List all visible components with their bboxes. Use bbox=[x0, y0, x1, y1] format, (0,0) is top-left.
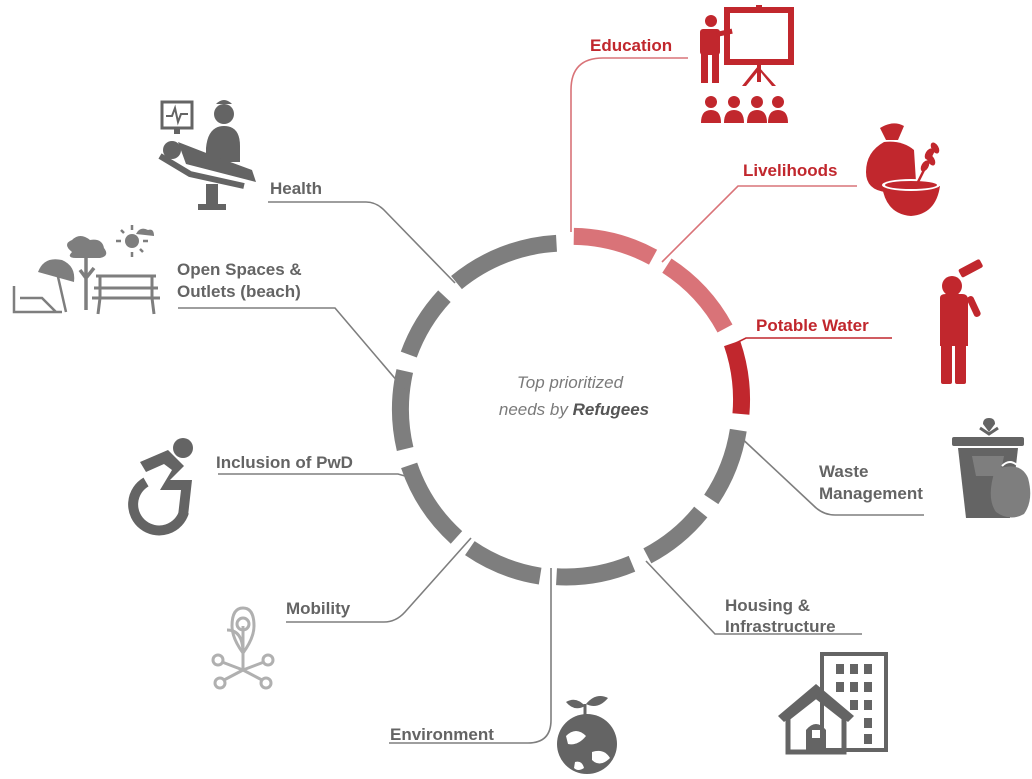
center-title-line1: Top prioritized bbox=[517, 373, 624, 392]
connector-potable-water bbox=[735, 337, 892, 344]
ring-segment-pwd bbox=[401, 462, 463, 544]
connector-livelihoods bbox=[661, 185, 857, 263]
center-title-line2: needs by Refugees bbox=[499, 400, 649, 419]
connector-pwd bbox=[218, 473, 413, 479]
connectors bbox=[178, 57, 924, 744]
connector-waste bbox=[735, 432, 924, 516]
person-drinking-icon bbox=[940, 259, 983, 384]
teacher-presentation-icon bbox=[700, 5, 794, 123]
ring bbox=[391, 227, 750, 586]
label-livelihoods: Livelihoods bbox=[743, 161, 837, 180]
connector-mobility bbox=[286, 537, 472, 623]
label-pwd: Inclusion of PwD bbox=[216, 453, 353, 472]
connector-environment bbox=[389, 568, 552, 744]
label-education: Education bbox=[590, 36, 672, 55]
label-housing-line1: Housing & bbox=[725, 596, 810, 615]
connector-open-spaces bbox=[178, 307, 405, 390]
ring-segment-open-spaces-b bbox=[400, 290, 451, 358]
ring-segment-mobility bbox=[465, 541, 542, 585]
location-network-icon bbox=[211, 606, 275, 690]
ring-segment-potable-water bbox=[723, 340, 750, 415]
beach-park-bench-icon bbox=[12, 225, 160, 315]
label-potable-water: Potable Water bbox=[756, 316, 869, 335]
label-waste-line1: Waste bbox=[819, 462, 868, 481]
label-housing-line2: Infrastructure bbox=[725, 617, 836, 636]
ring-segment-waste bbox=[704, 428, 747, 505]
grain-sack-bowl-icon bbox=[866, 123, 940, 216]
label-waste-line2: Management bbox=[819, 484, 923, 503]
wheelchair-icon bbox=[128, 438, 193, 536]
globe-sprout-icon bbox=[557, 696, 617, 774]
ring-segment-environment bbox=[556, 555, 636, 586]
label-environment: Environment bbox=[390, 725, 494, 744]
connector-education bbox=[570, 57, 688, 232]
connector-housing bbox=[645, 560, 862, 635]
label-mobility: Mobility bbox=[286, 599, 351, 618]
doctor-patient-icon bbox=[158, 100, 256, 210]
ring-segment-open-spaces bbox=[391, 369, 414, 451]
label-open-spaces-line1: Open Spaces & bbox=[177, 260, 302, 279]
ring-segment-livelihoods bbox=[662, 258, 733, 333]
label-health: Health bbox=[270, 179, 322, 198]
ring-segment-health bbox=[451, 234, 558, 290]
ring-segment-housing bbox=[643, 506, 708, 564]
trash-bin-bag-icon bbox=[952, 418, 1031, 518]
connector-health bbox=[268, 201, 456, 284]
ring-segment-education bbox=[573, 227, 658, 265]
buildings-house-icon bbox=[778, 652, 888, 755]
label-open-spaces-line2: Outlets (beach) bbox=[177, 282, 301, 301]
